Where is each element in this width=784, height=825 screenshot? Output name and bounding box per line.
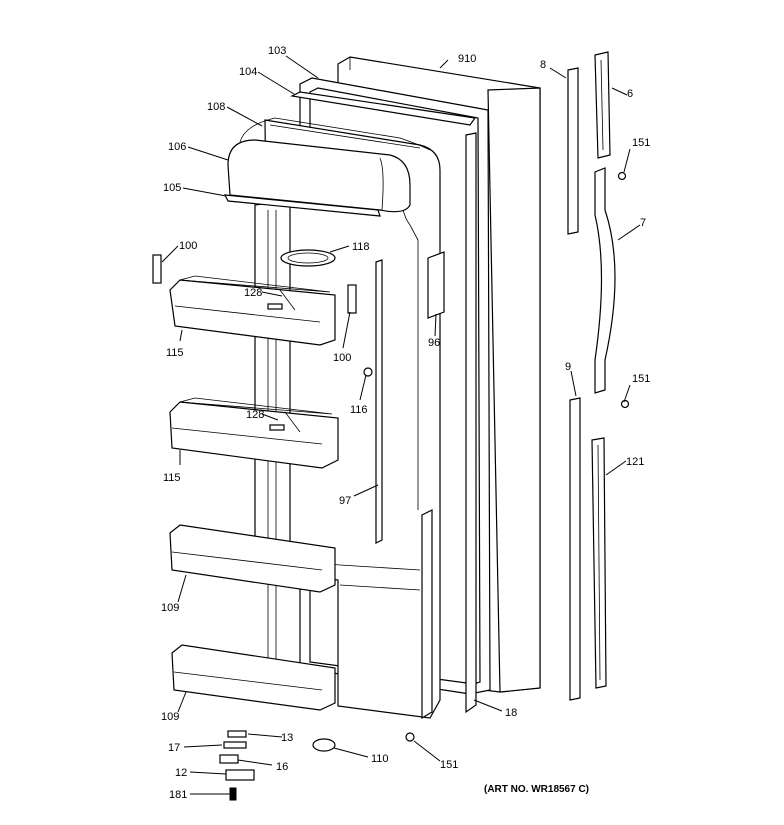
egg-tray-118 — [280, 249, 336, 267]
cam-110 — [312, 738, 336, 752]
top-hinge — [290, 91, 477, 126]
label-96: 96 — [428, 337, 440, 349]
label-13: 13 — [281, 732, 293, 744]
label-16: 16 — [276, 761, 288, 773]
art-number: (ART NO. WR18567 C) — [484, 784, 589, 795]
label-128-lower: 128 — [246, 409, 264, 421]
dairy-door — [223, 117, 431, 217]
label-121: 121 — [626, 456, 644, 468]
label-8: 8 — [540, 59, 546, 71]
rail-97 — [375, 259, 383, 544]
label-110: 110 — [371, 753, 389, 765]
label-116: 116 — [350, 404, 368, 416]
label-115-upper: 115 — [166, 347, 184, 359]
label-97: 97 — [339, 495, 351, 507]
door-shelf-upper — [169, 524, 336, 593]
label-100-left: 100 — [179, 240, 197, 252]
label-18: 18 — [505, 707, 517, 719]
screw-116 — [363, 367, 373, 377]
label-108: 108 — [207, 101, 225, 113]
hinge-hardware — [219, 730, 255, 801]
door-bin-upper — [169, 275, 336, 346]
label-106: 106 — [168, 141, 186, 153]
label-181: 181 — [169, 789, 187, 801]
bin-clip-100-left — [152, 254, 162, 284]
label-109-lower: 109 — [161, 711, 179, 723]
handle-trim-9 — [569, 397, 581, 701]
label-7: 7 — [640, 217, 646, 229]
bin-clip-100-right — [347, 284, 357, 314]
label-118: 118 — [352, 241, 370, 253]
label-151-bottom: 151 — [440, 759, 458, 771]
handle-7 — [594, 167, 616, 394]
label-17: 17 — [168, 742, 180, 754]
label-151-top: 151 — [632, 137, 650, 149]
handle-cap-121 — [591, 437, 607, 689]
leader-lines — [161, 55, 641, 795]
handle-cap-6 — [594, 51, 611, 159]
label-910: 910 — [458, 53, 476, 65]
label-12: 12 — [175, 767, 187, 779]
handle-trim-8 — [567, 67, 579, 235]
label-109-upper: 109 — [161, 602, 179, 614]
door-shelf-lower — [171, 644, 336, 711]
label-100-right: 100 — [333, 352, 351, 364]
label-115-lower: 115 — [163, 472, 181, 484]
label-105: 105 — [163, 182, 181, 194]
label-128-upper: 128 — [244, 287, 262, 299]
label-104: 104 — [239, 66, 257, 78]
label-151-mid: 151 — [632, 373, 650, 385]
bracket-96 — [427, 251, 445, 319]
label-6: 6 — [627, 88, 633, 100]
label-103: 103 — [268, 45, 286, 57]
label-9: 9 — [565, 361, 571, 373]
door-bin-lower — [169, 397, 339, 469]
